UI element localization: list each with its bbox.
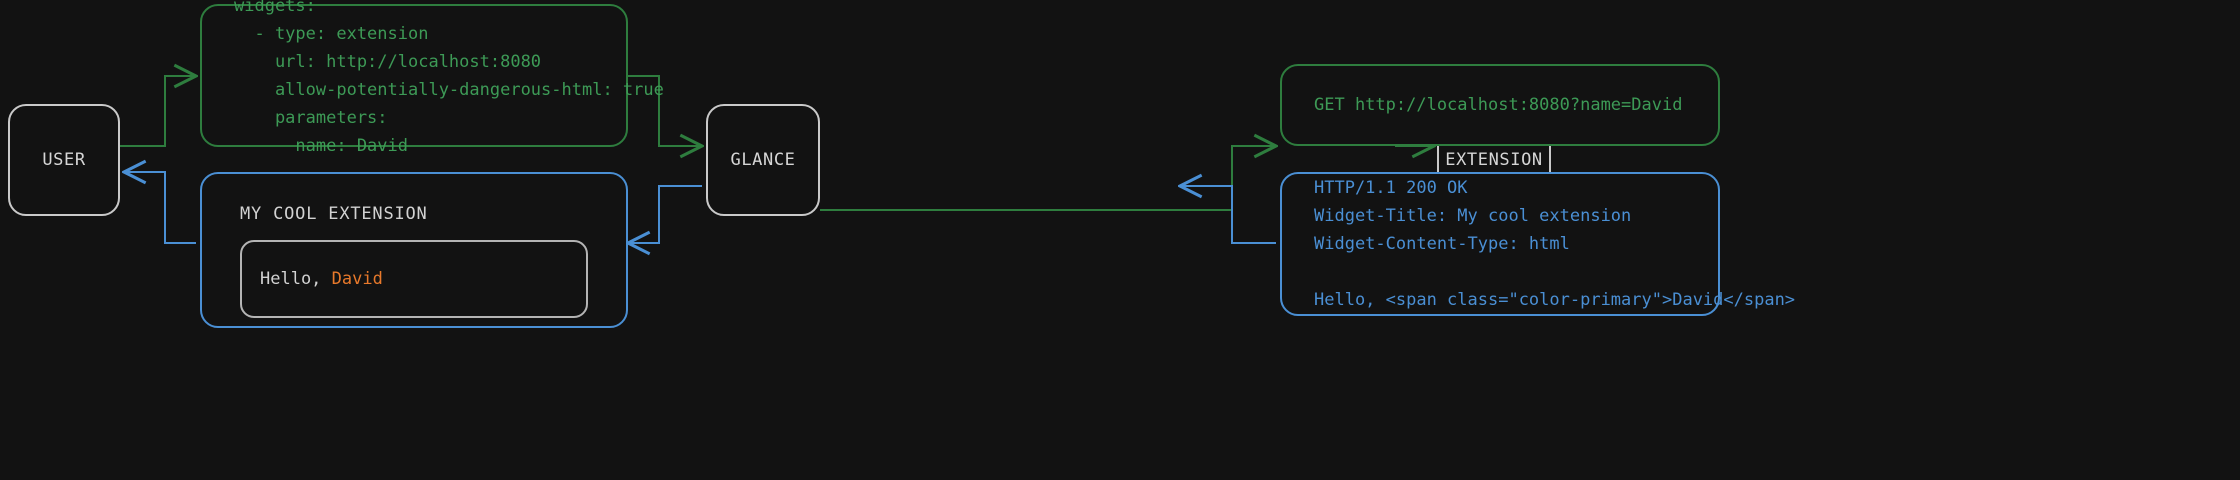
http-response-text: HTTP/1.1 200 OK Widget-Title: My cool ex… bbox=[1314, 178, 1796, 310]
node-user[interactable]: USER bbox=[8, 104, 120, 216]
message-widget-preview[interactable]: MY COOL EXTENSION Hello, David bbox=[200, 172, 628, 328]
node-glance[interactable]: GLANCE bbox=[706, 104, 820, 216]
node-glance-label: GLANCE bbox=[730, 150, 796, 170]
wire-response-to-glance bbox=[1180, 186, 1276, 244]
wire-widget-to-user bbox=[124, 172, 196, 244]
widget-body-text: Hello, David bbox=[260, 269, 383, 289]
widget-body: Hello, David bbox=[240, 240, 588, 318]
http-request-text: GET http://localhost:8080?name=David bbox=[1314, 95, 1683, 115]
wire-glance-to-request bbox=[820, 146, 1276, 211]
wire-user-to-config bbox=[120, 76, 196, 147]
wire-glance-to-widget bbox=[628, 185, 702, 243]
widget-body-greeting: Hello, bbox=[260, 269, 332, 289]
message-http-response[interactable]: HTTP/1.1 200 OK Widget-Title: My cool ex… bbox=[1280, 172, 1795, 316]
node-user-label: USER bbox=[42, 150, 86, 170]
widget-body-name: David bbox=[331, 269, 383, 289]
node-extension-label: EXTENSION bbox=[1445, 150, 1543, 170]
message-config-yaml[interactable]: widgets: - type: extension url: http://l… bbox=[200, 0, 664, 156]
config-yaml-text: widgets: - type: extension url: http://l… bbox=[234, 0, 664, 156]
widget-title: MY COOL EXTENSION bbox=[240, 204, 428, 224]
message-http-request[interactable]: GET http://localhost:8080?name=David bbox=[1280, 64, 1720, 146]
